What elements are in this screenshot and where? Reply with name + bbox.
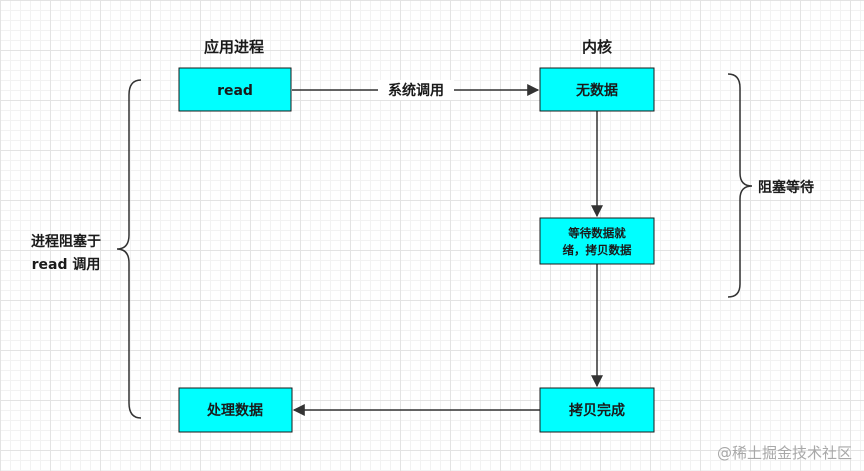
- no-data-node-label: 无数据: [575, 82, 618, 99]
- syscall-label: 系统调用: [388, 82, 444, 99]
- app-blocked-brace: [116, 79, 142, 419]
- watermark-text: @稀土掘金技术社区: [717, 444, 852, 462]
- copy-done-node: 拷贝完成: [539, 387, 655, 433]
- no-data-node-box: [539, 67, 655, 112]
- copy-done-node-box: [539, 387, 655, 433]
- wait-and-copy-node: 等待数据就 绪，拷贝数据: [539, 217, 655, 265]
- kernel-blocking-brace: [727, 73, 753, 298]
- wait-and-copy-node-label-line1: 等待数据就: [567, 226, 626, 240]
- wait-and-copy-node-box: [539, 217, 655, 265]
- kernel-heading: 内核: [582, 38, 612, 56]
- read-node-label: read: [217, 83, 253, 99]
- process-data-node-label: 处理数据: [206, 402, 263, 419]
- kernel-blocking-label: 阻塞等待: [758, 179, 814, 196]
- process-data-node-box: [178, 387, 293, 433]
- read-node: read: [178, 67, 292, 112]
- app-blocked-label-line2: read 调用: [32, 257, 101, 273]
- wait-and-copy-node-label-line2: 绪，拷贝数据: [563, 243, 632, 257]
- no-data-node: 无数据: [539, 67, 655, 112]
- read-node-box: [178, 67, 292, 112]
- syscall-label-background: [378, 80, 454, 100]
- process-data-node: 处理数据: [178, 387, 293, 433]
- copy-done-node-label: 拷贝完成: [569, 402, 625, 419]
- app-blocked-label-line1: 进程阻塞于: [31, 233, 101, 250]
- app-process-heading: 应用进程: [204, 38, 264, 56]
